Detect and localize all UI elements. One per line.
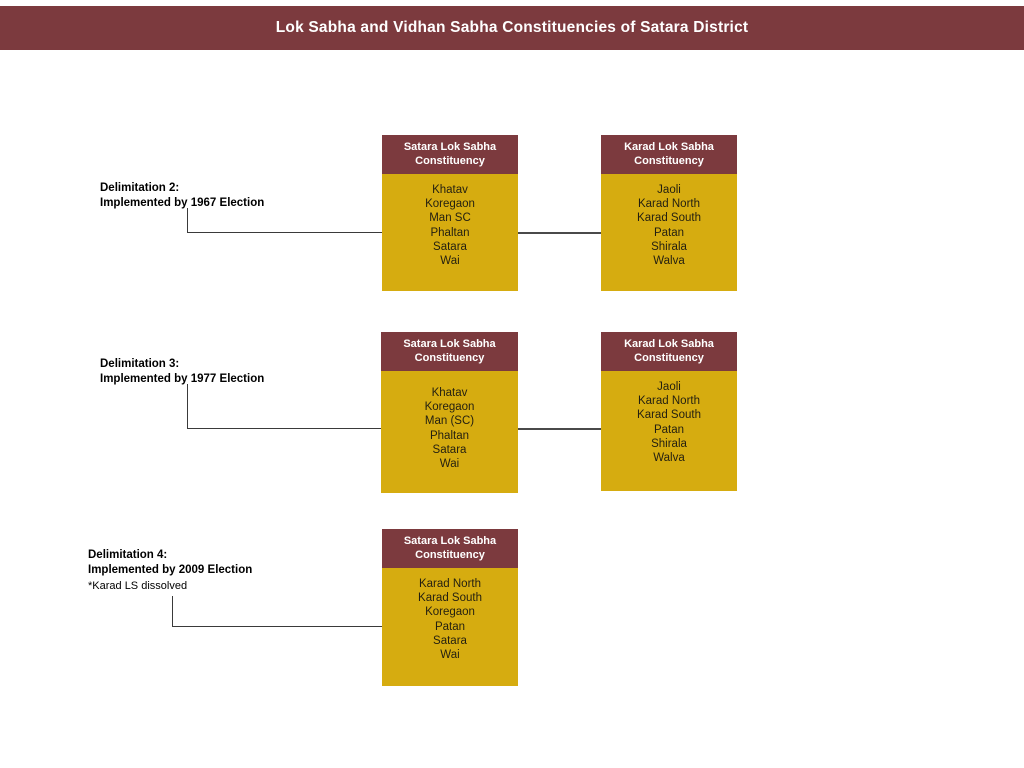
constituency-header-line1: Karad Lok Sabha [624, 141, 714, 153]
delimitation-label-3: Delimitation 3: Implemented by 1977 Elec… [100, 357, 264, 386]
connector-bridge-3 [518, 428, 602, 430]
constituency-header-line1: Satara Lok Sabha [403, 338, 496, 350]
list-item: Walva [653, 255, 685, 268]
constituency-box-header: Karad Lok Sabha Constituency [601, 135, 737, 174]
constituency-header-line2: Constituency [634, 352, 704, 364]
constituency-segment-list: Jaoli Karad North Karad South Patan Shir… [601, 371, 737, 491]
list-item: Jaoli [657, 184, 681, 196]
list-item: Phaltan [430, 226, 470, 239]
constituency-box-header: Satara Lok Sabha Constituency [382, 529, 518, 568]
list-item: Khatav [431, 387, 468, 399]
delimitation-label-4-note: *Karad LS dissolved [88, 580, 188, 592]
constituency-segment-list: Khatav Koregaon Man (SC) Phaltan Satara … [381, 371, 518, 493]
delimitation-label-3-line2: Implemented by 1977 Election [100, 372, 265, 385]
constituency-box-header: Satara Lok Sabha Constituency [381, 332, 518, 371]
delimitation-label-4-line1: Delimitation 4: [88, 549, 168, 561]
constituency-header-line2: Constituency [414, 352, 485, 364]
list-item: Karad South [637, 212, 701, 225]
list-item: Karad North [418, 578, 481, 590]
delimitation-label-4: Delimitation 4: Implemented by 2009 Elec… [88, 548, 252, 594]
list-item: Satara [433, 240, 467, 253]
constituency-box-karad-1977[interactable]: Karad Lok Sabha Constituency Jaoli Karad… [601, 332, 737, 491]
constituency-box-header: Karad Lok Sabha Constituency [601, 332, 737, 371]
list-item: Koregaon [424, 401, 475, 414]
list-item: Shirala [651, 240, 687, 253]
constituency-box-karad-1967[interactable]: Karad Lok Sabha Constituency Jaoli Karad… [601, 135, 737, 291]
constituency-box-header: Satara Lok Sabha Constituency [382, 135, 518, 174]
list-item: Wai [440, 649, 460, 662]
list-item: Wai [439, 458, 460, 471]
constituency-header-line1: Satara Lok Sabha [403, 535, 497, 547]
list-item: Karad North [637, 395, 700, 408]
constituency-segment-list: Karad North Karad South Koregaon Patan S… [382, 568, 518, 686]
constituency-box-satara-1977[interactable]: Satara Lok Sabha Constituency Khatav Kor… [381, 332, 518, 493]
constituency-segment-list: Khatav Koregaon Man SC Phaltan Satara Wa… [382, 174, 518, 291]
list-item: Koregaon [425, 198, 475, 211]
connector-horizontal-3 [187, 428, 381, 429]
page-title: Lok Sabha and Vidhan Sabha Constituencie… [275, 19, 749, 36]
constituency-box-satara-2009[interactable]: Satara Lok Sabha Constituency Karad Nort… [382, 529, 518, 686]
list-item: Jaoli [657, 381, 681, 393]
delimitation-label-2: Delimitation 2: Implemented by 1967 Elec… [100, 181, 264, 210]
list-item: Wai [440, 255, 460, 268]
list-item: Patan [653, 226, 685, 239]
constituency-header-line2: Constituency [415, 155, 485, 167]
delimitation-label-2-line1: Delimitation 2: [100, 182, 180, 194]
constituency-header-line2: Constituency [634, 155, 704, 167]
delimitation-label-4-line2: Implemented by 2009 Election [88, 563, 253, 576]
list-item: Karad South [637, 409, 701, 422]
constituency-segment-list: Jaoli Karad North Karad South Patan Shir… [601, 174, 737, 291]
list-item: Walva [653, 452, 685, 465]
page-title-bar: Lok Sabha and Vidhan Sabha Constituencie… [0, 6, 1024, 50]
delimitation-label-2-line2: Implemented by 1967 Election [100, 196, 265, 209]
connector-bridge-2 [518, 232, 602, 234]
delimitation-label-3-line1: Delimitation 3: [100, 358, 180, 370]
connector-vertical-3 [187, 384, 188, 429]
list-item: Shirala [651, 437, 687, 450]
constituency-box-satara-1967[interactable]: Satara Lok Sabha Constituency Khatav Kor… [382, 135, 518, 291]
constituency-header-line1: Karad Lok Sabha [624, 338, 714, 350]
list-item: Phaltan [429, 429, 469, 442]
constituency-header-line2: Constituency [415, 549, 485, 561]
connector-vertical-4 [172, 596, 173, 627]
connector-horizontal-4 [172, 626, 383, 627]
list-item: Khatav [432, 184, 468, 196]
list-item: Karad North [637, 198, 700, 211]
list-item: Satara [433, 634, 467, 647]
list-item: Koregaon [425, 606, 475, 619]
connector-horizontal-2 [187, 232, 383, 233]
list-item: Man SC [429, 212, 471, 225]
list-item: Karad South [418, 592, 482, 605]
list-item: Patan [434, 620, 466, 633]
list-item: Satara [432, 443, 467, 456]
list-item: Man (SC) [424, 415, 475, 428]
list-item: Patan [653, 423, 685, 436]
connector-vertical-2 [187, 208, 188, 233]
constituency-header-line1: Satara Lok Sabha [403, 141, 497, 153]
